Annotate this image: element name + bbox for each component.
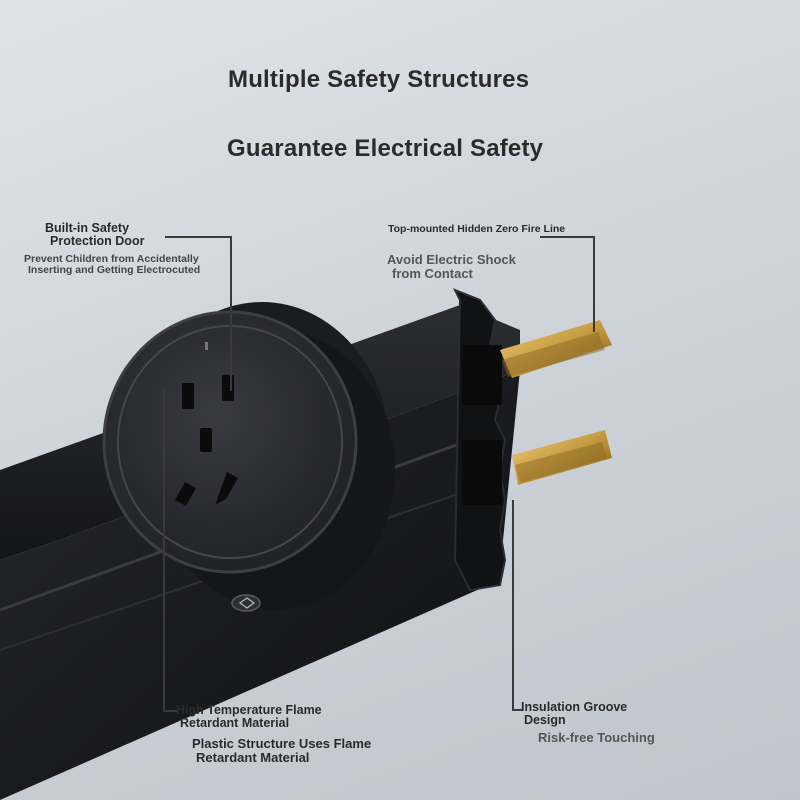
gold-contact-top	[500, 320, 612, 378]
callout-zero-fire-line-desc: Avoid Electric Shock from Contact	[387, 253, 516, 281]
outlet-hole	[182, 383, 194, 409]
leader-line	[163, 390, 165, 710]
safety-door-title-1: Built-in Safety	[45, 221, 130, 235]
safety-door-desc-1: Prevent Children from Accidentally	[24, 253, 199, 265]
zero-fire-line-desc-2: from Contact	[392, 266, 473, 281]
flame-retardant-desc-2: Retardant Material	[196, 750, 310, 765]
headline-line-1: Multiple Safety Structures	[228, 66, 530, 93]
leader-line	[230, 236, 232, 391]
leader-line	[540, 236, 594, 238]
callout-safety-door-desc: Prevent Children from Accidentally Inser…	[24, 254, 200, 276]
release-button	[231, 594, 261, 612]
callout-insulation-groove-desc: Risk-free Touching	[538, 731, 655, 745]
safety-door-desc-2: Inserting and Getting Electrocuted	[28, 264, 201, 276]
headline-line-2: Guarantee Electrical Safety	[227, 135, 544, 162]
insulation-groove-desc: Risk-free Touching	[538, 730, 655, 745]
rail-end-slot	[462, 440, 502, 505]
callout-zero-fire-line: Top-mounted Hidden Zero Fire Line	[388, 224, 565, 235]
leader-line	[165, 236, 231, 238]
outlet-hole	[222, 375, 234, 401]
rail-end-slot	[462, 345, 502, 405]
zero-fire-line-title: Top-mounted Hidden Zero Fire Line	[388, 223, 566, 235]
outlet-hole	[175, 482, 196, 506]
insulation-groove-title-1: Insulation Groove	[521, 700, 628, 714]
gold-contact-bottom	[512, 430, 612, 485]
flame-retardant-desc-1: Plastic Structure Uses Flame	[192, 736, 372, 751]
leader-line	[593, 236, 595, 332]
callout-flame-retardant-desc: Plastic Structure Uses Flame Retardant M…	[192, 737, 371, 765]
flame-retardant-title-1: High Temperature Flame	[176, 703, 322, 717]
outlet-hole	[215, 472, 238, 505]
zero-fire-line-desc-1: Avoid Electric Shock	[387, 252, 516, 267]
callout-insulation-groove: Insulation Groove Design	[521, 701, 627, 727]
leader-line	[512, 500, 514, 710]
callout-safety-door: Built-in Safety Protection Door	[45, 222, 144, 248]
flame-retardant-title-2: Retardant Material	[180, 716, 290, 730]
outlet-hole	[200, 428, 212, 452]
leader-line	[163, 710, 177, 712]
indicator-icon	[205, 342, 208, 350]
release-arrow-icon	[238, 597, 256, 609]
safety-door-title-2: Protection Door	[50, 234, 145, 248]
insulation-groove-title-2: Design	[524, 713, 566, 727]
leader-line	[512, 709, 522, 711]
callout-flame-retardant: High Temperature Flame Retardant Materia…	[176, 704, 322, 730]
